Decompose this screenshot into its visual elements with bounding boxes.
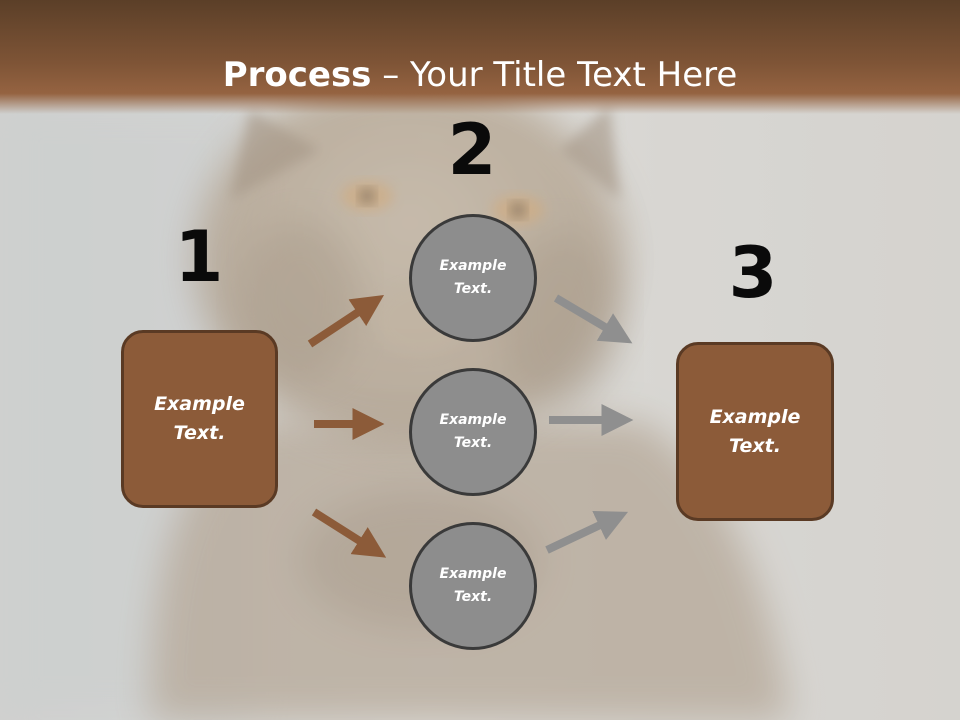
circle-bottom-label: Example Text. <box>439 566 507 605</box>
process-circle-middle: Example Text. <box>409 368 537 496</box>
title-bar <box>0 0 960 114</box>
process-box-right: Example Text. <box>676 342 834 521</box>
circle-top-label: Example Text. <box>439 258 507 297</box>
step-number-2: 2 <box>447 109 497 191</box>
process-box-left: Example Text. <box>121 330 278 508</box>
slide-title: Process – Your Title Text Here <box>0 52 960 98</box>
title-regular-part: – Your Title Text Here <box>371 55 738 95</box>
step-number-1: 1 <box>174 216 224 298</box>
box-left-label: Example Text. <box>154 393 245 444</box>
step-number-3: 3 <box>728 232 778 314</box>
title-bold-part: Process <box>222 55 372 95</box>
box-right-label: Example Text. <box>709 405 801 457</box>
circle-middle-label: Example Text. <box>439 412 507 451</box>
process-circle-top: Example Text. <box>409 214 537 342</box>
process-circle-bottom: Example Text. <box>409 522 537 650</box>
